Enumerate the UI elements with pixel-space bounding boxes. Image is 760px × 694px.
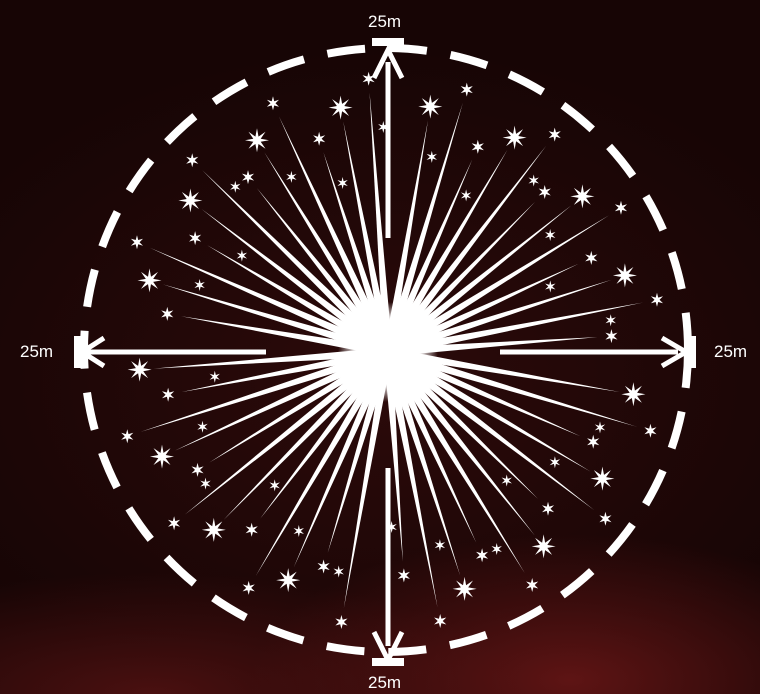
sparkle-icon <box>197 421 207 433</box>
sparkle-icon <box>434 614 446 628</box>
sparkle-icon <box>246 523 258 537</box>
sparkle-icon <box>550 456 560 468</box>
sparkle-icon <box>570 184 594 208</box>
sparkle-icon <box>427 151 437 163</box>
sparkle-icon <box>453 577 477 601</box>
sparkle-icon <box>587 435 599 449</box>
sparkle-icon <box>599 512 611 526</box>
distance-label-bottom: 25m <box>368 673 401 693</box>
sparkle-icon <box>461 189 471 201</box>
sparkle-icon <box>131 235 143 249</box>
sparkle-icon <box>245 128 269 152</box>
sparkle-icon <box>335 615 347 629</box>
sparkle-icon <box>613 263 637 287</box>
sparkle-icon <box>237 250 247 262</box>
distance-label-right: 25m <box>714 342 747 362</box>
sparkle-icon <box>503 126 527 150</box>
sparkle-icon <box>178 189 202 213</box>
sparkle-icon <box>621 382 645 406</box>
sparkle-icon <box>192 463 204 477</box>
sparkle-icon <box>606 314 616 326</box>
sparkle-icon <box>590 467 614 491</box>
sparkle-icon <box>138 268 162 292</box>
sparkle-icon <box>502 475 512 487</box>
sparkle-icon <box>168 516 180 530</box>
sparkle-icon <box>545 229 555 241</box>
sparkle-icon <box>435 539 445 551</box>
sparkle-icon <box>189 231 201 245</box>
sparkle-icon <box>549 128 561 142</box>
sparkle-icon <box>461 83 473 97</box>
sparkle-icon <box>186 153 198 167</box>
sparkle-icon <box>605 329 617 343</box>
sparkle-icon <box>363 72 375 86</box>
sparkle-icon <box>128 358 152 382</box>
sparkle-icon <box>318 560 330 574</box>
sparkle-icon <box>121 429 133 443</box>
sparkle-icon <box>150 445 174 469</box>
burst-icon <box>338 302 438 402</box>
sparkle-icon <box>294 525 304 537</box>
sparkle-icon <box>230 181 240 193</box>
sparkle-icon <box>595 421 605 433</box>
sparkle-icon <box>644 424 656 438</box>
sparkle-icon <box>243 581 255 595</box>
sparkle-icon <box>329 96 353 120</box>
sparkle-icon <box>286 171 296 183</box>
sparkle-icon <box>200 478 210 490</box>
sparkle-icon <box>270 479 280 491</box>
sparkle-icon <box>242 170 254 184</box>
sparkle-icon <box>398 568 410 582</box>
distance-label-top: 25m <box>368 12 401 32</box>
distance-label-left: 25m <box>20 342 53 362</box>
sparkle-icon <box>334 566 344 578</box>
sparkle-icon <box>194 279 204 291</box>
sparkle-icon <box>210 371 220 383</box>
sparkle-icon <box>472 140 484 154</box>
sparkle-icon <box>545 281 555 293</box>
sparkle-icon <box>162 388 174 402</box>
sparkle-icon <box>615 201 627 215</box>
sparkle-icon <box>418 95 442 119</box>
sparkle-icon <box>539 185 551 199</box>
sparkle-icon <box>532 534 556 558</box>
sparkle-icon <box>526 578 538 592</box>
sparkle-icon <box>585 251 597 265</box>
sparkle-icon <box>651 293 663 307</box>
sparkle-icon <box>337 177 347 189</box>
sparkle-icon <box>492 543 502 555</box>
sparkle-icon <box>476 548 488 562</box>
sparkle-icon <box>267 96 279 110</box>
sparkle-icon <box>529 175 539 187</box>
sparkle-icon <box>542 502 554 516</box>
sparkle-icon <box>202 518 226 542</box>
sparkle-icon <box>313 132 325 146</box>
sparkle-icon <box>276 568 300 592</box>
sparkle-icon <box>161 307 173 321</box>
